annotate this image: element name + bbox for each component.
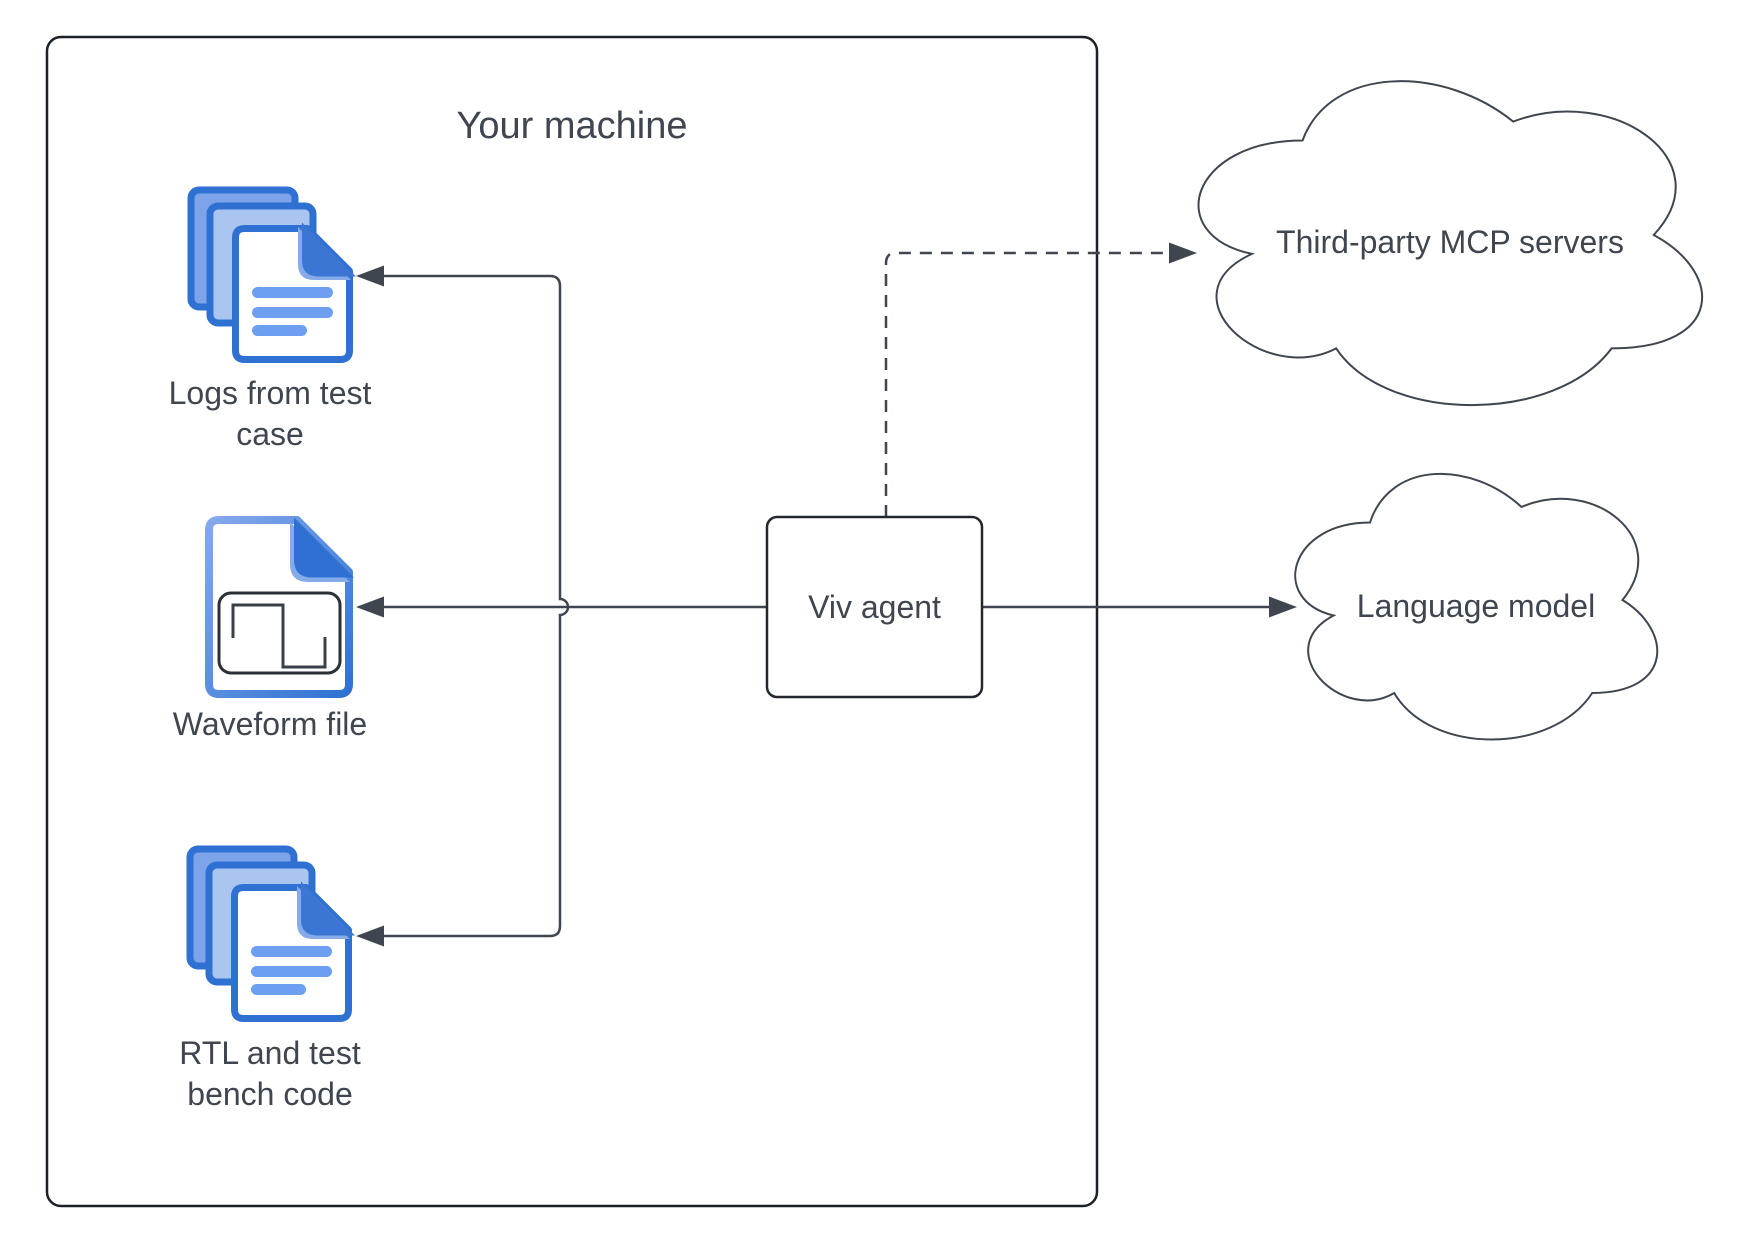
logs-label: Logs from test case xyxy=(95,373,445,455)
connector-agent-to-mcp xyxy=(884,251,1168,517)
arrowhead-rtl xyxy=(356,925,384,947)
language-model-cloud xyxy=(1294,472,1659,741)
language-model-label: Language model xyxy=(1356,588,1596,624)
viv-agent-node xyxy=(765,515,984,699)
rtl-label: RTL and test bench code xyxy=(95,1033,445,1115)
arrowhead-waveform xyxy=(356,596,384,618)
waveform-label: Waveform file xyxy=(172,706,368,742)
mcp-cloud xyxy=(1197,80,1703,406)
mcp-cloud-label: Third-party MCP servers xyxy=(1276,224,1624,260)
arrowhead-logs xyxy=(356,265,384,287)
viv-agent-label: Viv agent xyxy=(808,588,941,625)
waveform-file-icon xyxy=(205,516,354,698)
rtl-label-line2: bench code xyxy=(187,1076,353,1112)
arrowhead-mcp xyxy=(1169,242,1197,264)
machine-title: Your machine xyxy=(456,105,688,147)
rtl-label-line1: RTL and test xyxy=(179,1035,361,1071)
logs-label-line2: case xyxy=(236,416,304,452)
logs-label-line1: Logs from test xyxy=(168,375,372,411)
arrowhead-language-model xyxy=(1269,596,1297,618)
